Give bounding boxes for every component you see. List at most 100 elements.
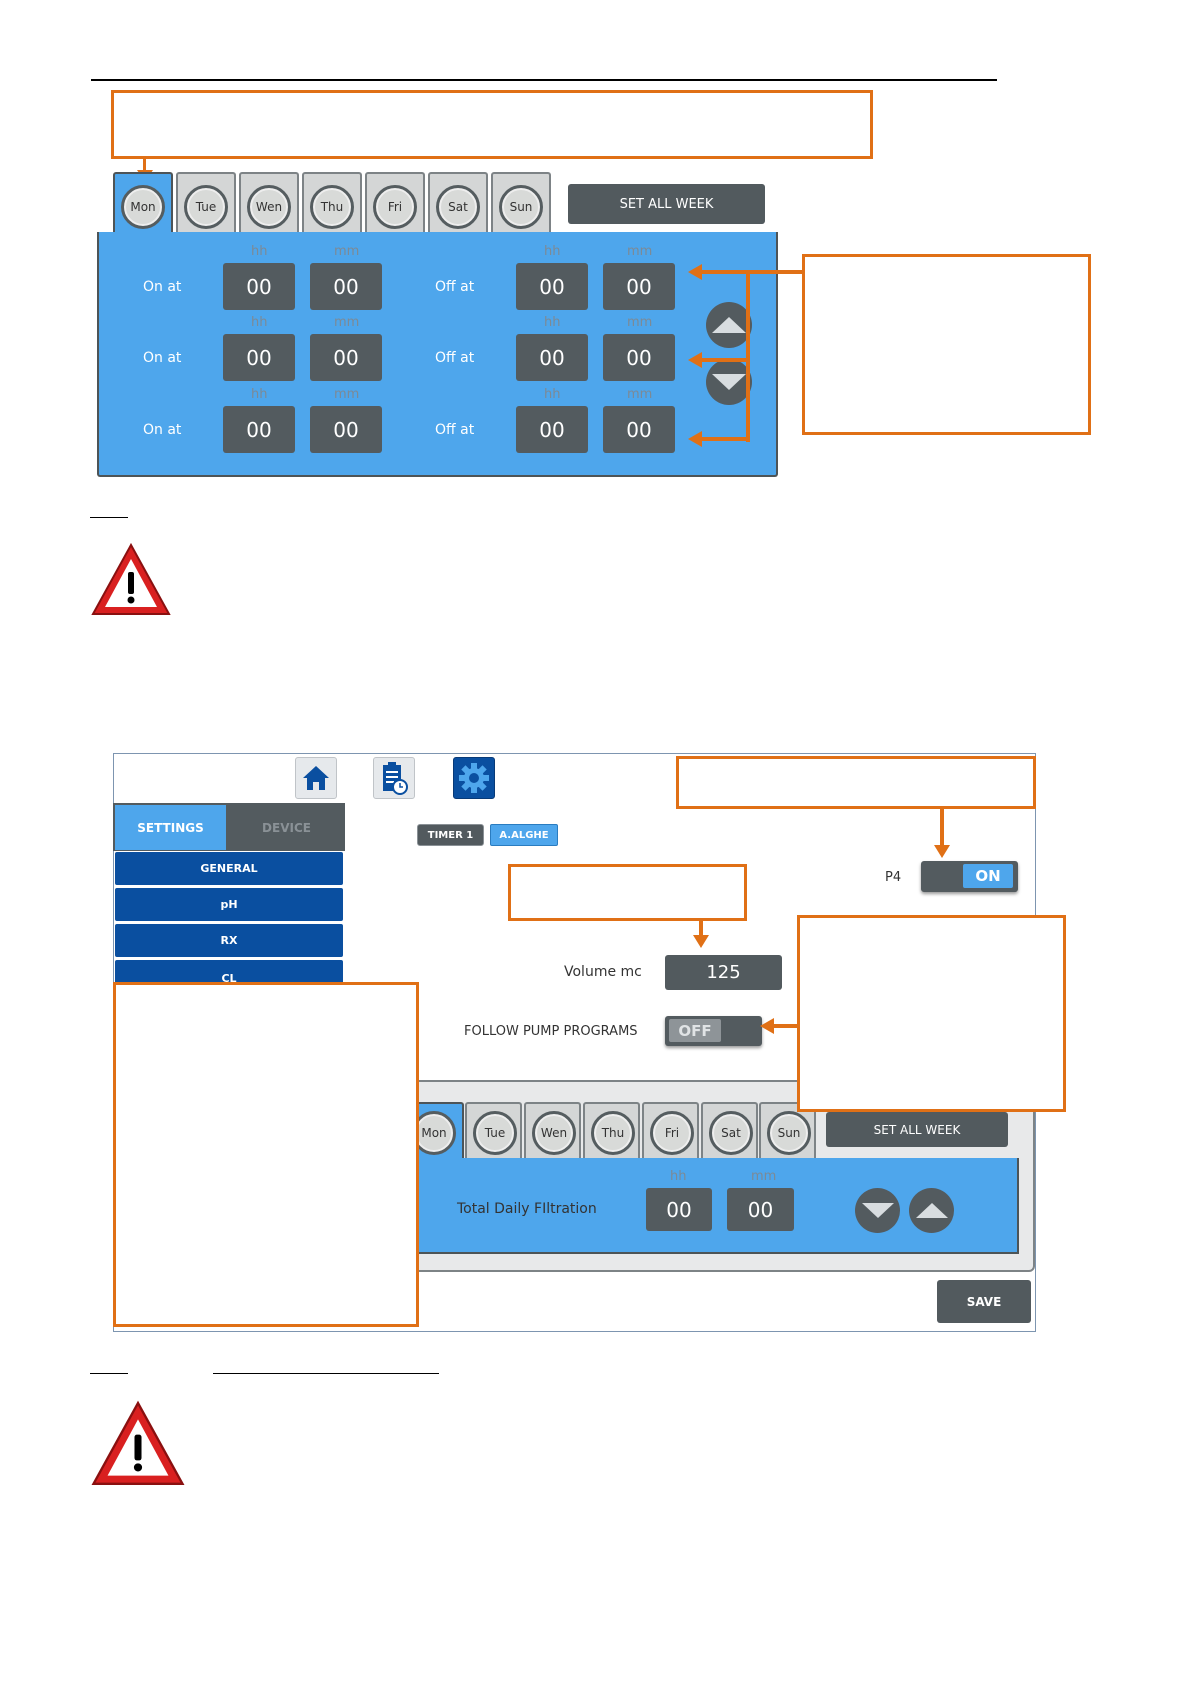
on-mm-field[interactable]: 00 <box>310 263 382 310</box>
callout-box-times <box>802 254 1091 435</box>
callout-arrowhead <box>693 935 709 948</box>
day-label: Sat <box>436 185 480 229</box>
day-label: Tue <box>473 1111 517 1155</box>
day-label: Sun <box>767 1111 811 1155</box>
toggle-state: OFF <box>669 1019 721 1042</box>
total-mm-field[interactable]: 00 <box>727 1188 794 1231</box>
log-button[interactable] <box>373 757 415 799</box>
note-underline <box>90 1373 128 1374</box>
set-all-week-button[interactable]: SET ALL WEEK <box>568 184 765 224</box>
home-button[interactable] <box>295 757 337 799</box>
arrow-down-icon <box>712 374 746 390</box>
menu-item-ph[interactable]: pH <box>115 888 343 921</box>
off-mm-field[interactable]: 00 <box>603 334 675 381</box>
day-label: Mon <box>412 1111 456 1155</box>
off-at-label: Off at <box>435 350 475 366</box>
day-tabs: Mon Tue Wen Thu Fri Sat Sun <box>113 172 553 232</box>
day-label: Wen <box>532 1111 576 1155</box>
mm-label: mm <box>627 244 653 259</box>
callout-line <box>940 808 944 848</box>
callout-arrowhead <box>688 352 702 368</box>
tab-wen[interactable]: Wen <box>239 172 299 232</box>
callout-box-menu <box>113 982 419 1327</box>
save-button[interactable]: SAVE <box>937 1280 1031 1323</box>
tab-thu[interactable]: Thu <box>583 1102 640 1159</box>
tab-tue[interactable]: Tue <box>176 172 236 232</box>
on-mm-field[interactable]: 00 <box>310 334 382 381</box>
callout-box-follow <box>797 915 1066 1112</box>
tab-sun[interactable]: Sun <box>759 1102 816 1159</box>
tab-thu[interactable]: Thu <box>302 172 362 232</box>
arrow-up-icon <box>915 1203 948 1218</box>
volume-field[interactable]: 125 <box>665 955 782 990</box>
callout-arrowhead <box>934 845 950 858</box>
mm-label: mm <box>627 387 653 402</box>
day-label: Fri <box>373 185 417 229</box>
settings-button[interactable] <box>453 757 495 799</box>
day-label: Tue <box>184 185 228 229</box>
down-button[interactable] <box>706 359 752 405</box>
volume-label: Volume mc <box>564 964 642 980</box>
off-mm-field[interactable]: 00 <box>603 406 675 453</box>
total-filtration-label: Total Daily FIltration <box>457 1201 597 1217</box>
up-button[interactable] <box>909 1188 954 1233</box>
callout-box-p4 <box>676 756 1036 809</box>
menu-item-rx[interactable]: RX <box>115 924 343 957</box>
hh-label: hh <box>251 387 268 402</box>
toggle-state: ON <box>963 864 1013 888</box>
off-hh-field[interactable]: 00 <box>516 406 588 453</box>
tab-sat[interactable]: Sat <box>428 172 488 232</box>
subtab-timer[interactable]: TIMER 1 <box>417 824 484 846</box>
day-label: Wen <box>247 185 291 229</box>
callout-line <box>700 358 748 362</box>
callout-line <box>772 1024 798 1028</box>
tab-sat[interactable]: Sat <box>701 1102 758 1159</box>
subtab-alghe[interactable]: A.ALGHE <box>490 824 558 846</box>
tab-fri[interactable]: Fri <box>365 172 425 232</box>
tab-tue[interactable]: Tue <box>465 1102 522 1159</box>
up-button[interactable] <box>706 302 752 348</box>
hh-label: hh <box>544 387 561 402</box>
off-hh-field[interactable]: 00 <box>516 263 588 310</box>
filtration-day-tabs: Mon Tue Wen Thu Fri Sat Sun <box>404 1102 824 1159</box>
on-at-label: On at <box>143 422 182 438</box>
on-hh-field[interactable]: 00 <box>223 263 295 310</box>
on-at-label: On at <box>143 279 182 295</box>
tab-sun[interactable]: Sun <box>491 172 551 232</box>
menu-item-label: CL <box>221 972 237 985</box>
day-label: Mon <box>121 185 165 229</box>
callout-arrowhead <box>688 431 702 447</box>
tab-settings[interactable]: SETTINGS <box>115 805 226 850</box>
tab-wen[interactable]: Wen <box>524 1102 581 1159</box>
note-underline <box>213 1373 439 1374</box>
mm-label: mm <box>334 315 360 330</box>
arrow-down-icon <box>861 1203 894 1218</box>
off-hh-field[interactable]: 00 <box>516 334 588 381</box>
set-all-week-button[interactable]: SET ALL WEEK <box>826 1112 1008 1147</box>
total-hh-field[interactable]: 00 <box>646 1188 712 1231</box>
gear-icon <box>459 763 489 793</box>
arrow-up-icon <box>712 317 746 333</box>
day-label: Fri <box>650 1111 694 1155</box>
on-hh-field[interactable]: 00 <box>223 406 295 453</box>
tab-fri[interactable]: Fri <box>642 1102 699 1159</box>
note-underline <box>90 517 128 518</box>
off-mm-field[interactable]: 00 <box>603 263 675 310</box>
on-hh-field[interactable]: 00 <box>223 334 295 381</box>
down-button[interactable] <box>855 1188 900 1233</box>
hh-label: hh <box>251 315 268 330</box>
hh-label: hh <box>544 244 561 259</box>
tab-device[interactable]: DEVICE <box>262 820 311 835</box>
menu-item-general[interactable]: GENERAL <box>115 852 343 885</box>
hh-label: hh <box>251 244 268 259</box>
day-label: Sat <box>709 1111 753 1155</box>
off-at-label: Off at <box>435 279 475 295</box>
hh-label: hh <box>670 1169 687 1184</box>
day-label: Sun <box>499 185 543 229</box>
on-mm-field[interactable]: 00 <box>310 406 382 453</box>
tab-mon[interactable]: Mon <box>113 172 173 232</box>
follow-pump-toggle[interactable]: OFF <box>665 1016 762 1046</box>
p4-toggle[interactable]: ON <box>921 861 1018 892</box>
on-at-label: On at <box>143 350 182 366</box>
mm-label: mm <box>751 1169 777 1184</box>
